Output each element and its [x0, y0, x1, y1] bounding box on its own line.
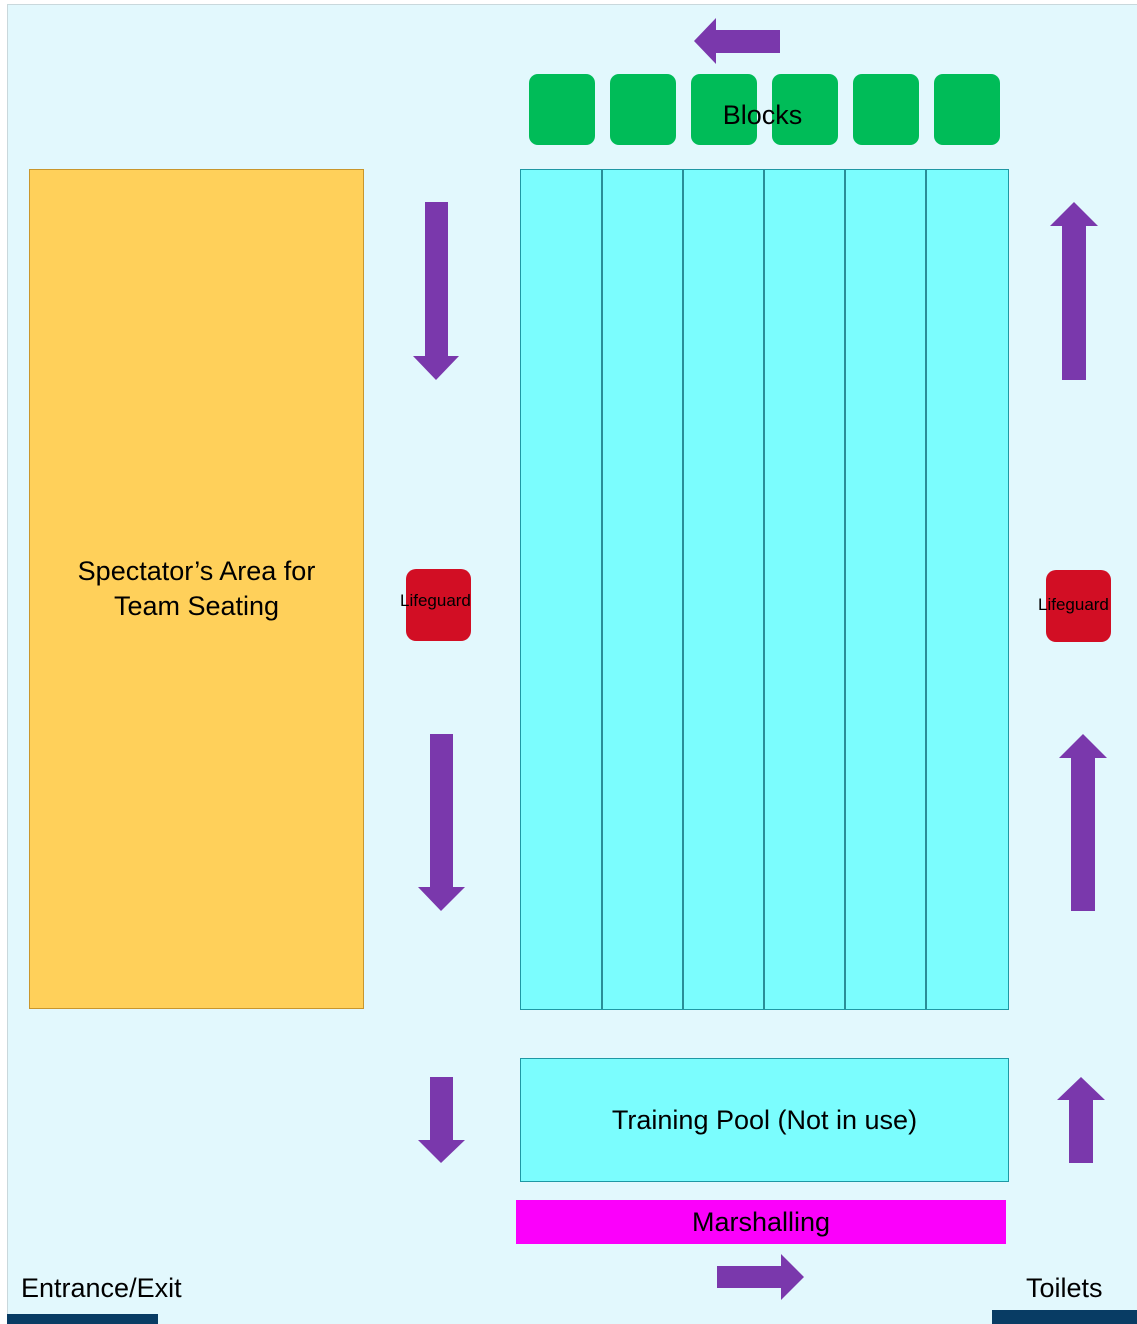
- marshalling-area: Marshalling: [516, 1200, 1006, 1244]
- arrow-down-upper: [413, 202, 459, 380]
- starting-block: [853, 74, 919, 145]
- spectator-area: Spectator’s Area for Team Seating: [29, 169, 364, 1009]
- starting-block: [529, 74, 595, 145]
- starting-block: [772, 74, 838, 145]
- starting-block: [691, 74, 757, 145]
- lifeguard-label-right: Lifeguard: [1038, 595, 1109, 614]
- toilets-label: Toilets: [1026, 1273, 1103, 1303]
- main-pool: [520, 169, 1009, 1010]
- marshalling-label: Marshalling: [691, 1206, 831, 1237]
- starting-block: [934, 74, 1000, 145]
- toilets-marker: [992, 1310, 1137, 1324]
- entrance-exit-marker: [7, 1314, 158, 1324]
- arrow-up-upper: [1050, 202, 1098, 380]
- arrow-down-lower: [418, 1077, 465, 1163]
- arrow-up-lower: [1057, 1077, 1105, 1163]
- lifeguard-label-left: Lifeguard: [400, 591, 471, 610]
- lane-line: [763, 170, 765, 1009]
- lifeguard-station-right: [1046, 570, 1111, 642]
- training-pool-label: Training Pool (Not in use): [611, 1104, 918, 1135]
- blocks-label: Blocks: [722, 99, 803, 130]
- arrow-right-bottom: [717, 1254, 804, 1300]
- arrow-left-top: [694, 18, 780, 64]
- spectator-area-label: Spectator’s Area for Team Seating: [77, 556, 316, 621]
- lane-line: [844, 170, 846, 1009]
- lane-line: [682, 170, 684, 1009]
- arrow-up-middle: [1059, 734, 1107, 911]
- starting-block: [610, 74, 676, 145]
- training-pool: Training Pool (Not in use): [520, 1058, 1009, 1182]
- lane-line: [601, 170, 603, 1009]
- arrow-down-middle: [418, 734, 465, 911]
- lane-line: [925, 170, 927, 1009]
- lifeguard-station-left: [406, 569, 471, 641]
- entrance-exit-label: Entrance/Exit: [21, 1273, 182, 1303]
